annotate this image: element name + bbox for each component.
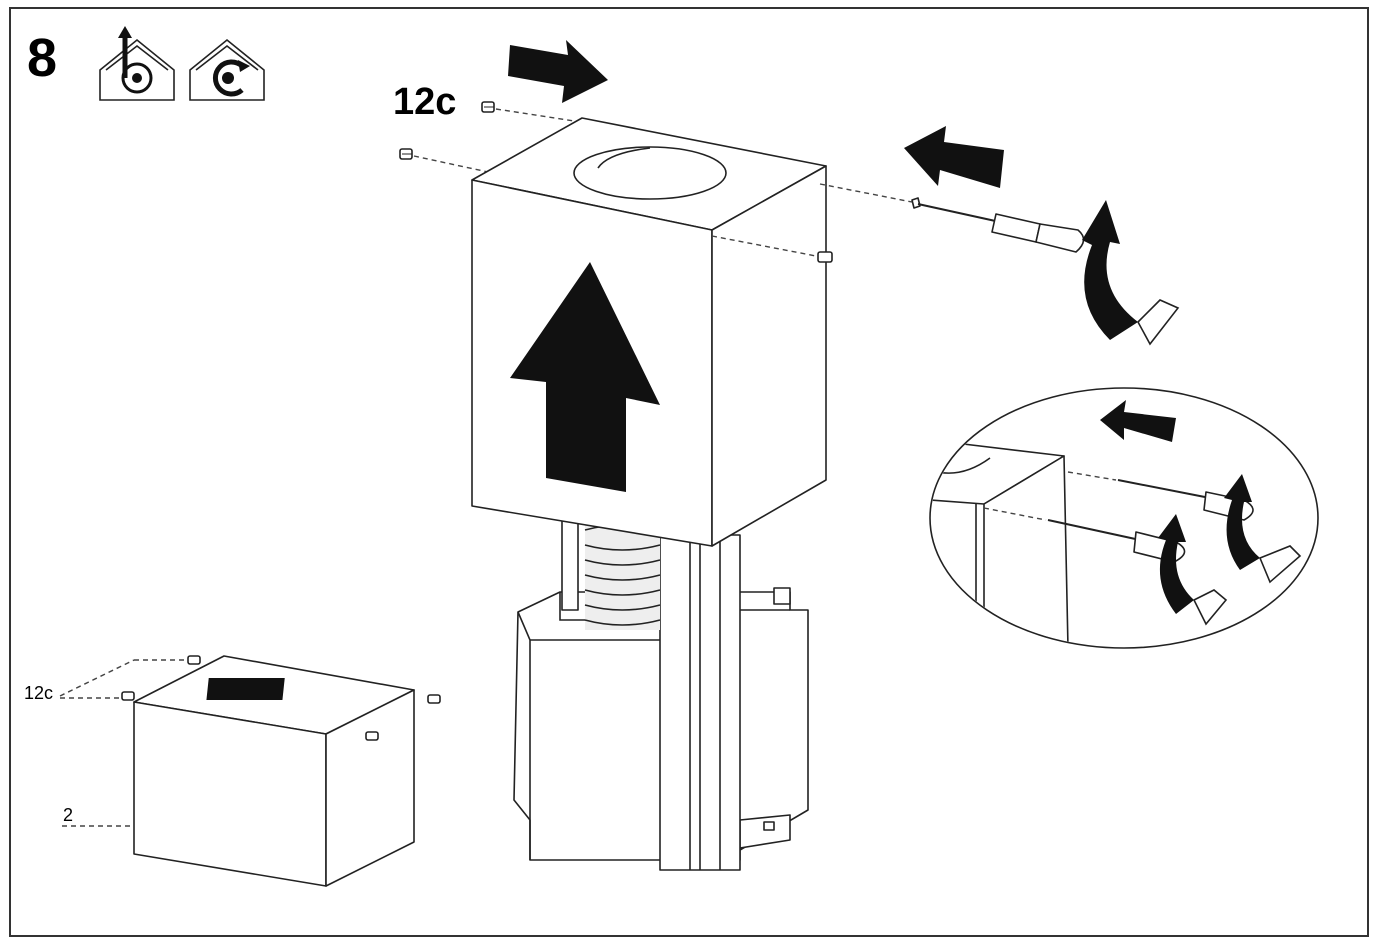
screw-label-12c-top: 12c bbox=[393, 81, 456, 123]
direction-arrow-left bbox=[1100, 400, 1176, 442]
step-number: 8 bbox=[27, 28, 57, 88]
upper-chimney bbox=[471, 117, 827, 547]
chimney-box-part-2 bbox=[133, 655, 415, 887]
rotate-arrow-icon bbox=[1082, 200, 1180, 346]
screw-label-12c-left: 12c bbox=[24, 683, 53, 703]
screw-12c bbox=[817, 251, 833, 263]
part-label-2: 2 bbox=[63, 805, 73, 825]
screw-12c bbox=[481, 101, 495, 113]
lower-chimney bbox=[513, 517, 809, 871]
screw-12c bbox=[427, 694, 441, 704]
screwdriver-icon bbox=[911, 197, 1085, 253]
screw-12c bbox=[121, 691, 135, 701]
house-ducted-extraction-icon bbox=[99, 26, 175, 101]
screw-12c bbox=[187, 655, 201, 665]
direction-arrow-up bbox=[510, 262, 660, 492]
house-recirculation-icon bbox=[189, 38, 265, 101]
screw-12c bbox=[365, 731, 379, 741]
flexible-duct bbox=[584, 520, 661, 630]
detail-magnifier bbox=[929, 387, 1319, 649]
direction-arrow-right bbox=[508, 40, 608, 103]
vent-grille bbox=[206, 678, 285, 700]
screw-12c bbox=[399, 148, 413, 160]
direction-arrow-left bbox=[904, 126, 1004, 188]
